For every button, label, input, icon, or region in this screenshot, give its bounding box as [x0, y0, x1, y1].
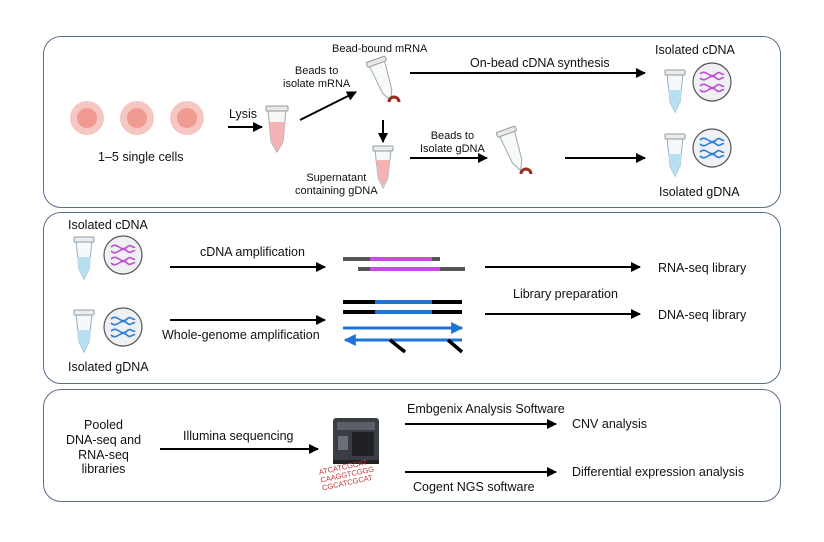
p2-cdna-tube: [73, 236, 95, 280]
panel-sequencing: [43, 389, 781, 502]
panel-sample-prep: [43, 36, 781, 208]
p2-isolated-gdna-label: Isolated gDNA: [68, 360, 149, 374]
beads-mrna-arrow: [299, 91, 357, 121]
isolated-gdna-label: Isolated gDNA: [659, 185, 740, 199]
rna-lib-label: RNA-seq library: [658, 261, 747, 275]
p2-gdna-tube: [73, 309, 95, 353]
diff-expr-label: Differential expression analysis: [572, 465, 745, 479]
supernatant-label: Supernatant containing gDNA: [295, 172, 378, 197]
p2-gdna-helix-icon: [103, 307, 143, 347]
pooled-label: Pooled DNA-seq and RNA-seq libraries: [66, 418, 142, 477]
wga-label: Whole-genome amplification: [162, 328, 320, 342]
p2-isolated-cdna-label: Isolated cDNA: [68, 218, 148, 232]
on-bead-label: On-bead cDNA synthesis: [470, 56, 610, 70]
dna-fragments: [343, 300, 464, 354]
dna-lib-label: DNA-seq library: [658, 308, 747, 322]
panel-library-prep: [43, 212, 781, 384]
supernatant-fill: [376, 160, 390, 186]
p2-cdna-helix-icon: [103, 235, 143, 275]
single-cells: [70, 101, 204, 135]
sequencer-icon: [333, 418, 379, 464]
gdna-bead-tube: [495, 125, 523, 172]
lib-prep-label: Library preparation: [513, 287, 618, 301]
cdna-helix-icon: [692, 62, 732, 102]
magnet-icon: [387, 95, 401, 103]
lysate-tube: [265, 105, 289, 153]
bead-bound-label: Bead-bound mRNA: [332, 43, 428, 55]
magnet-icon-2: [519, 167, 533, 175]
lysis-label: Lysis: [229, 107, 258, 121]
rna-fragments: [343, 257, 465, 271]
gdna-tube: [664, 133, 686, 177]
gdna-helix-icon: [692, 128, 732, 168]
cdna-tube: [664, 69, 686, 113]
illumina-label: Illumina sequencing: [183, 429, 294, 443]
isolated-cdna-label: Isolated cDNA: [655, 43, 735, 57]
embgenix-label: Embgenix Analysis Software: [407, 402, 565, 416]
cnv-label: CNV analysis: [572, 417, 648, 431]
beads-gdna-label: Beads to Isolate gDNA: [420, 130, 485, 155]
beads-mrna-label: Beads to isolate mRNA: [283, 65, 351, 90]
bead-bound-tube: [365, 55, 393, 102]
cells-label: 1–5 single cells: [98, 150, 184, 164]
cdna-amp-label: cDNA amplification: [200, 245, 305, 259]
cogent-label: Cogent NGS software: [413, 480, 535, 494]
